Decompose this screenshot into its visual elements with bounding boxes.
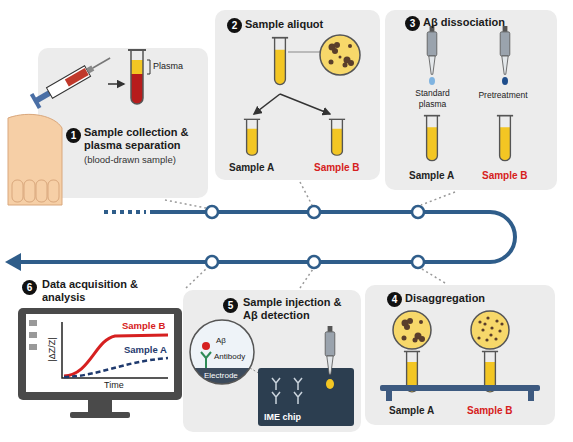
part-label: Sample B [467,405,513,417]
step-number: 1 [66,128,81,143]
hand [8,114,62,205]
arrow [108,83,124,85]
monitor [18,308,182,418]
part-label: Electrode [204,371,238,381]
part-label: Sample B [122,320,165,332]
leader-lines [165,182,455,288]
part-label: Time [104,380,124,391]
axis-label: |ΔZ/Z| [47,335,58,365]
magnified-view [393,311,509,349]
magnified-view [320,35,360,75]
part-label: Aβ [216,336,226,346]
part-label: Sample A [229,162,274,174]
step-title: Data acquisition & analysis [42,278,162,304]
part-label: Sample A [389,405,434,417]
step-subtitle: (blood-drawn sample) [84,154,206,166]
timeline [5,206,515,271]
step-title: Sample injection & Aβ detection [243,296,357,322]
detection-inset [188,320,262,388]
step-title: Disaggregation [405,292,545,305]
part-label: IME chip [264,412,301,423]
ime-chip [258,368,354,426]
tube-rack [380,385,540,401]
step-title: Sample collection & plasma separation [84,126,206,152]
part-label: Plasma [153,61,183,72]
step-number: 5 [223,298,238,313]
part-label: Pretreatment [472,90,534,101]
part-label: Sample A [409,170,454,182]
plasma-tube [128,50,150,104]
part-label: Sample A [124,344,167,356]
step-panel: 4Disaggregation [365,285,555,425]
part-label: Antibody [214,352,245,362]
step-number: 2 [227,18,242,33]
step-number: 3 [405,16,420,31]
step-number: 4 [387,292,402,307]
step-panel: 3Aβ dissociation [385,10,557,190]
syringe [30,51,114,109]
part-label: Standard plasma [405,88,460,109]
part-label: Sample B [482,170,528,182]
step-title: Sample aliquot [245,18,375,31]
step-panel: 2Sample aliquot [215,10,380,180]
part-label: Sample B [314,162,360,174]
step-number: 6 [22,280,37,295]
step-title: Aβ dissociation [423,16,553,29]
